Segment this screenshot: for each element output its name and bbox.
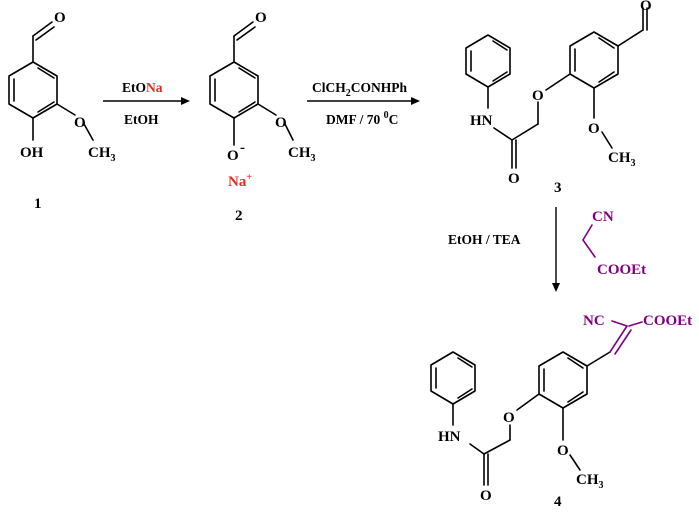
compound-3-number: 3	[554, 180, 562, 196]
step2-reagent: ClCH2CONHPh	[312, 80, 407, 99]
c1-methoxy-oxygen: O	[74, 115, 86, 131]
c1-aldehyde-oxygen: O	[54, 10, 66, 26]
step2-conditions: DMF / 70 0C	[326, 110, 398, 127]
c1-hydroxyl-label: OH	[20, 145, 44, 161]
c4-amide-oxygen: O	[480, 488, 492, 504]
compound-4-structure: NC COOEt O O CH3 HN O 4	[430, 313, 692, 510]
compound-2-number: 2	[235, 208, 243, 224]
c3-ether-oxygen: O	[532, 88, 544, 104]
reaction-arrow-3: EtOH / TEA	[448, 207, 560, 292]
c4-ester-label: COOEt	[643, 313, 692, 329]
c4-methyl-label: CH3	[576, 472, 604, 491]
c3-methoxy-oxygen: O	[588, 121, 600, 137]
reaction-arrow-1: EtONa EtOH	[103, 80, 190, 127]
c2-methyl-label: CH3	[288, 145, 316, 164]
c2-methoxy-oxygen: O	[275, 115, 287, 131]
step1-solvent: EtOH	[124, 112, 159, 127]
c4-nitrile-label: NC	[583, 313, 605, 329]
c1-methyl-label: CH3	[88, 145, 116, 164]
c2-sodium-counterion: Na+	[228, 172, 252, 190]
step1-reagent-top: EtONa	[122, 80, 163, 95]
compound-1-structure: O OH O CH3 1	[8, 10, 116, 212]
c4-ether-oxygen: O	[503, 410, 515, 426]
c4-methoxy-oxygen: O	[557, 443, 569, 459]
reaction-arrow-2: ClCH2CONHPh DMF / 70 0C	[307, 80, 420, 127]
c2-negative-charge: -	[240, 140, 245, 156]
c2-phenoxide-oxygen: O	[227, 148, 239, 164]
c4-amide-nh: HN	[438, 429, 461, 445]
compound-4-number: 4	[554, 494, 562, 510]
step3-conditions: EtOH / TEA	[448, 232, 521, 247]
c3-methyl-label: CH3	[608, 150, 636, 169]
reagent-cyano-label: CN	[592, 209, 614, 225]
compound-2-structure: O O - Na+ O CH3 2	[209, 10, 316, 224]
compound-3-structure: O O O CH3 HN O 3	[465, 0, 652, 196]
reagent-ester-label: COOEt	[597, 262, 646, 278]
c2-aldehyde-oxygen: O	[255, 10, 267, 26]
ethyl-cyanoacetate-reagent: CN COOEt	[582, 209, 646, 278]
c3-amide-nh: HN	[470, 113, 493, 129]
c3-aldehyde-oxygen: O	[640, 0, 652, 14]
compound-1-number: 1	[34, 196, 42, 212]
c3-amide-oxygen: O	[508, 171, 520, 187]
